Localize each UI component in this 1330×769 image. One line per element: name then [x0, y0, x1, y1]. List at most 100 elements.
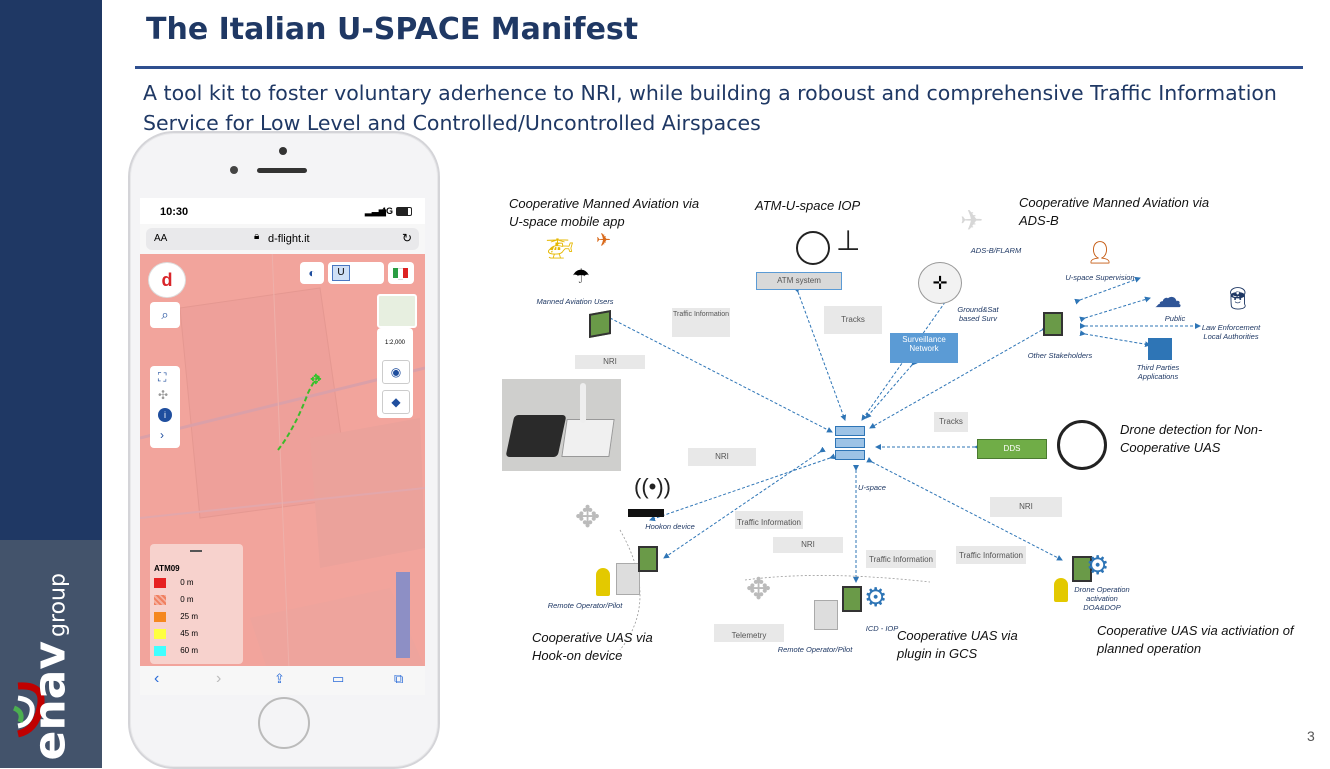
third-party-server-icon [1148, 338, 1172, 360]
pilot-icon-2 [1054, 578, 1068, 602]
search-button[interactable]: ⌕ [150, 302, 180, 328]
nri-box-1: NRI [575, 355, 645, 369]
label-coop-uas-plugin: Cooperative UAS via plugin in GCS [897, 628, 1018, 661]
small-remote-pilot-2: Remote Operator/Pilot [777, 645, 853, 654]
label-coop-manned-adsb: Cooperative Manned Aviation via ADS-B [1019, 195, 1210, 228]
legend-swatch [154, 646, 166, 656]
nri-box-2: NRI [688, 448, 756, 466]
battery-icon [396, 207, 412, 216]
small-remote-pilot-1: Remote Operator/Pilot [547, 601, 623, 610]
tracks-box-2: Tracks [934, 412, 968, 432]
surveillance-network-box: Surveillance Network [890, 333, 958, 363]
legend-title: ATM09 [154, 564, 180, 573]
telemetry-box: Telemetry [714, 624, 784, 642]
antenna-tower-icon: ⊥ [836, 225, 861, 256]
legend-item: 60 m [154, 646, 198, 656]
map-controls-panel: 1:2,000 ◉ ◆ [377, 328, 413, 418]
controller-icon-2 [814, 600, 838, 630]
legend-swatch [154, 578, 166, 588]
left-tools-panel: ⛶ ✣ i › [150, 366, 180, 448]
title-divider [135, 66, 1303, 69]
helicopter-icon: 🚁︎ [546, 236, 574, 261]
text-size-button[interactable]: AA [154, 233, 168, 244]
police-icon: 👮︎ [1224, 286, 1252, 311]
stakeholder-tablet-icon [1043, 312, 1063, 336]
dflight-logo-button[interactable]: d [148, 262, 186, 298]
glider-icon: ✈ [596, 230, 612, 250]
info-icon[interactable]: i [158, 408, 172, 422]
atm-system-box: ATM system [756, 272, 842, 290]
label-coop-manned-app: Cooperative Manned Aviation via U-space … [509, 196, 700, 229]
drone-photo-icon-2: ✥ [746, 573, 772, 606]
tabs-icon[interactable]: ⧉ [394, 671, 404, 686]
legend-swatch [154, 612, 166, 622]
u-toggle-button[interactable]: U [328, 262, 384, 284]
locate-icon[interactable]: ◉ [382, 360, 410, 384]
small-manned-users: Manned Aviation Users [536, 297, 614, 306]
back-icon[interactable]: ‹ [154, 670, 160, 687]
label-coop-uas-hook: Cooperative UAS via Hook-on device [532, 630, 653, 663]
legend-label: 25 m [180, 612, 199, 622]
slide-subtitle: A tool kit to foster voluntary aderhence… [143, 81, 1277, 135]
forward-icon[interactable]: › [216, 670, 222, 687]
status-time: 10:30 [160, 206, 189, 218]
map-thumbnail-button[interactable] [377, 294, 417, 328]
phone-sensor-icon [230, 166, 238, 174]
legend-handle[interactable] [190, 550, 202, 552]
legend-item: 0 m [154, 595, 194, 605]
aircraft-icon: ✈ [960, 205, 984, 236]
uspace-server-icon [832, 424, 868, 464]
share-icon[interactable]: ⇪ [274, 671, 285, 686]
focus-icon[interactable]: ⛶ [158, 370, 167, 384]
small-uspace: U-space [858, 483, 886, 492]
language-flag-icon[interactable] [388, 262, 414, 284]
legend-swatch [154, 595, 166, 605]
legend-label: 60 m [180, 646, 199, 656]
chevron-right-icon[interactable]: › [160, 428, 164, 442]
phone-speaker [257, 168, 307, 173]
gcs-tablet-icon-1 [638, 546, 658, 572]
traffic-info-box-2: Traffic Information [735, 511, 803, 529]
map-scale: 1:2,000 [384, 340, 406, 346]
label-atm-iop: ATM-U-space IOP [755, 198, 861, 213]
hookon-antenna-icon: ((•)) [634, 474, 672, 499]
network-type: 4G [381, 206, 394, 216]
url-text: d-flight.it [268, 233, 310, 245]
hookon-device-icon [628, 509, 664, 517]
small-icd-iop: ICD - IOP [865, 624, 899, 633]
gear-cloud-icon-2: ⚙ [1086, 550, 1110, 580]
label-coop-uas-activation: Cooperative UAS via activiation of plann… [1097, 623, 1294, 656]
small-drone-activation: Drone Operation activation DOA&DOP [1074, 585, 1130, 612]
hookon-device-photo [502, 379, 621, 471]
address-bar[interactable]: AA 🔒︎ d-flight.it ↻ [146, 228, 419, 250]
small-hookon: Hookon device [645, 522, 695, 531]
tablet-icon [589, 310, 611, 338]
legend-label: 0 m [180, 595, 194, 605]
traffic-info-box-3: Traffic Information [866, 550, 936, 568]
pilot-icon-1 [596, 568, 610, 596]
satellite-icon: ✛ [918, 262, 962, 304]
move-icon[interactable]: ✣ [158, 388, 169, 402]
browser-toolbar: ‹ › ⇪ ▭ ⧉ [140, 666, 425, 695]
phone-screen: ✥ 10:30 ▂▃▅ 4G AA 🔒︎ d-flight.it ↻ d ⌕ ◐… [140, 198, 425, 695]
activation-tablet-icon [1072, 556, 1092, 582]
traffic-info-box-1: Traffic Information [672, 308, 730, 337]
drone-detection-icon [1057, 420, 1107, 470]
phone-camera-icon [279, 147, 287, 155]
drone-photo-icon: ✥ [575, 501, 601, 534]
dds-box: DDS [977, 439, 1047, 459]
sidebar-logo-area [0, 540, 102, 768]
radar-icon [796, 231, 830, 265]
contrast-button[interactable]: ◐ [300, 262, 324, 284]
small-uspace-supervision: U-space Supervision [1065, 273, 1135, 282]
reload-icon[interactable]: ↻ [402, 231, 413, 245]
gcs-tablet-icon-2 [842, 586, 862, 612]
status-bar: 10:30 ▂▃▅ 4G [140, 198, 425, 224]
nri-box-4: NRI [773, 537, 843, 553]
label-drone-detection: Drone detection for Non-Cooperative UAS [1120, 422, 1263, 455]
layers-icon[interactable]: ◆ [382, 390, 410, 414]
drone-icon: ✥ [310, 371, 322, 387]
bookmarks-icon[interactable]: ▭ [332, 671, 345, 686]
home-button[interactable] [258, 697, 310, 749]
legend-label: 0 m [180, 578, 194, 588]
